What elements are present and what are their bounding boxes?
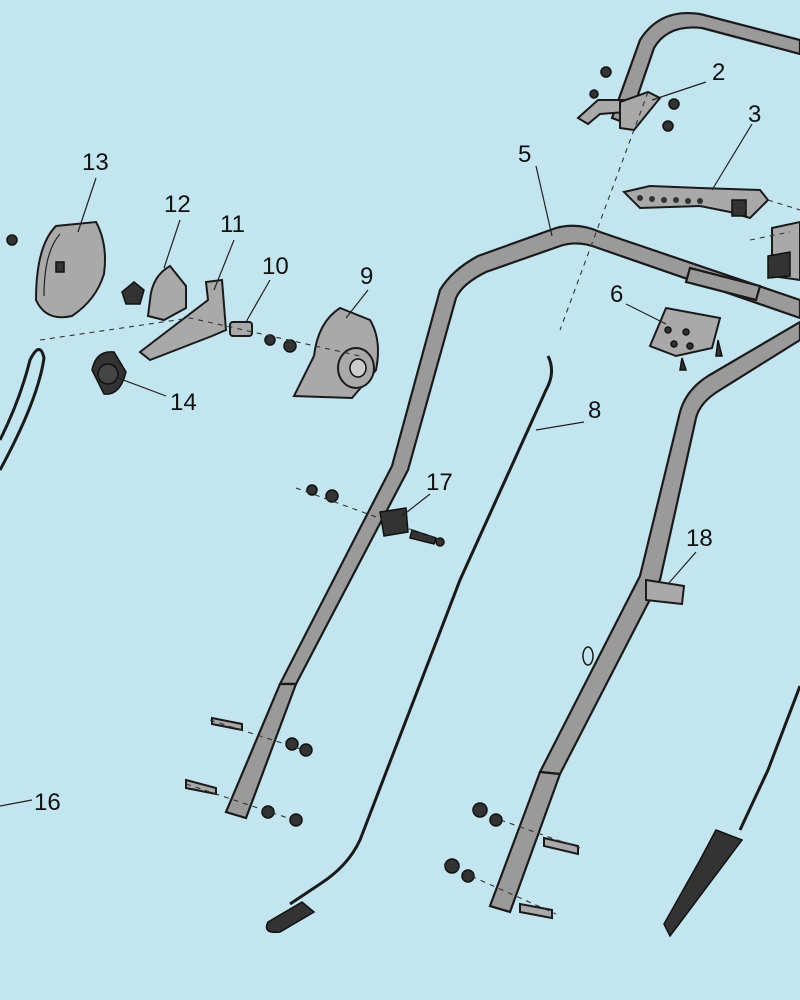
- part-3-control-lever: [622, 184, 770, 220]
- right-cable: [663, 685, 800, 938]
- label-part-10: 10: [262, 253, 289, 280]
- part-13-belt-cover: [6, 220, 106, 319]
- part-18-clip: [645, 578, 686, 606]
- label-part-16: 16: [34, 789, 61, 816]
- part-8-cable: [265, 355, 553, 934]
- label-part-3: 3: [748, 101, 761, 128]
- label-part-17: 17: [426, 469, 453, 496]
- label-part-6: 6: [610, 281, 623, 308]
- upper-handle-bar: [576, 12, 800, 126]
- part-16-belt: [0, 348, 46, 471]
- leader-lines: [0, 81, 753, 807]
- label-part-5: 5: [518, 141, 531, 168]
- part-11-tension-arm: [138, 278, 228, 362]
- part-9-pulley-housing: [292, 306, 379, 400]
- label-part-18: 18: [686, 525, 713, 552]
- part-14-knob: [91, 351, 127, 395]
- assembly-dash-lines: [39, 91, 800, 915]
- label-part-2: 2: [712, 59, 725, 86]
- switch-box: [767, 220, 800, 282]
- part-labels: 2 3 5 6 8 9 10 11 12 13 14 16 17 18: [34, 59, 761, 816]
- label-part-8: 8: [588, 397, 601, 424]
- label-part-11: 11: [220, 211, 245, 238]
- label-part-14: 14: [170, 389, 197, 416]
- label-part-9: 9: [360, 263, 373, 290]
- part-17-clamp: [306, 484, 445, 547]
- label-part-12: 12: [164, 191, 191, 218]
- right-leg-fasteners: [444, 802, 579, 920]
- part-2-bracket: [589, 66, 680, 132]
- part-12-pulley: [121, 264, 187, 322]
- part-10-bearing: [229, 321, 297, 353]
- part-5-main-handle: [224, 224, 800, 914]
- label-part-13: 13: [82, 149, 109, 176]
- part-6-mounting-plate: [648, 306, 723, 371]
